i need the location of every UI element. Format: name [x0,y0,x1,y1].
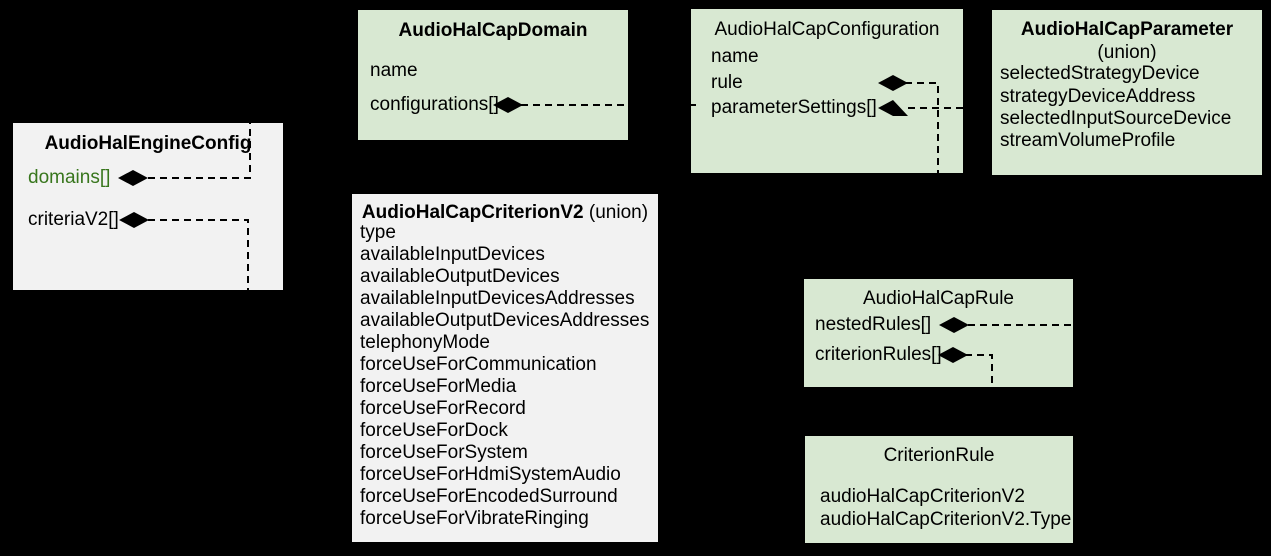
box-title-audio-hal-cap-criterion-v2: AudioHalCapCriterionV2 (union) [352,201,658,225]
box-title-audio-hal-engine-config: AudioHalEngineConfig [44,133,252,154]
field-force-use-for-communication: forceUseForCommunication [360,354,597,375]
field-force-use-for-vibrate-ringing: forceUseForVibrateRinging [360,508,589,529]
box-title-audio-hal-cap-parameter: AudioHalCapParameter [1020,19,1234,40]
field-nested-rules: nestedRules[] [815,314,932,335]
box-criterion-rule: CriterionRule audioHalCapCriterionV2 aud… [805,436,1073,543]
box-audio-hal-cap-configuration: AudioHalCapConfiguration name rule param… [691,9,963,173]
box-audio-hal-engine-config: AudioHalEngineConfig domains[] criteriaV… [13,123,283,290]
box-title-audio-hal-cap-rule: AudioHalCapRule [862,288,1015,309]
box-audio-hal-cap-criterion-v2: AudioHalCapCriterionV2 (union) type avai… [352,194,658,542]
box-audio-hal-cap-parameter: AudioHalCapParameter (union) selectedStr… [992,10,1262,175]
field-available-input-devices: availableInputDevices [360,244,545,265]
field-configurations: configurations[] [370,94,499,115]
box-title-criterion-rule: CriterionRule [883,445,995,466]
field-rule: rule [711,72,743,93]
field-audio-hal-cap-criterion-v2: audioHalCapCriterionV2 [820,486,1025,507]
box-title-audio-hal-cap-configuration: AudioHalCapConfiguration [714,19,940,40]
box-subtitle-union: (union) [1097,42,1157,63]
field-force-use-for-system: forceUseForSystem [360,442,528,463]
field-criteria-v2: criteriaV2[] [28,209,119,230]
field-parameter-settings: parameterSettings[] [711,97,877,118]
field-audio-hal-cap-criterion-v2-type: audioHalCapCriterionV2.Type [820,509,1072,530]
field-selected-strategy-device: selectedStrategyDevice [1000,63,1200,84]
box-title-audio-hal-cap-domain: AudioHalCapDomain [398,20,588,41]
field-stream-volume-profile: streamVolumeProfile [1000,130,1176,151]
field-available-output-devices: availableOutputDevices [360,266,560,287]
box-subtitle-union: (union) [588,202,649,223]
field-force-use-for-hdmi-system-audio: forceUseForHdmiSystemAudio [360,464,621,485]
field-strategy-device-address: strategyDeviceAddress [1000,86,1196,107]
field-available-output-devices-addresses: availableOutputDevicesAddresses [360,310,650,331]
field-domains: domains[] [28,167,111,188]
field-force-use-for-media: forceUseForMedia [360,376,517,397]
field-type: type [360,222,396,243]
field-force-use-for-dock: forceUseForDock [360,420,508,441]
field-name: name [370,60,418,81]
field-name: name [711,46,759,67]
field-force-use-for-record: forceUseForRecord [360,398,526,419]
field-force-use-for-encoded-surround: forceUseForEncodedSurround [360,486,618,507]
field-telephony-mode: telephonyMode [360,332,490,353]
field-selected-input-source-device: selectedInputSourceDevice [1000,108,1232,129]
box-title-text: AudioHalCapCriterionV2 [361,202,584,223]
box-audio-hal-cap-domain: AudioHalCapDomain name configurations[] [358,10,628,140]
box-audio-hal-cap-rule: AudioHalCapRule nestedRules[] criterionR… [804,279,1073,387]
field-criterion-rules: criterionRules[] [815,344,942,365]
field-available-input-devices-addresses: availableInputDevicesAddresses [360,288,635,309]
